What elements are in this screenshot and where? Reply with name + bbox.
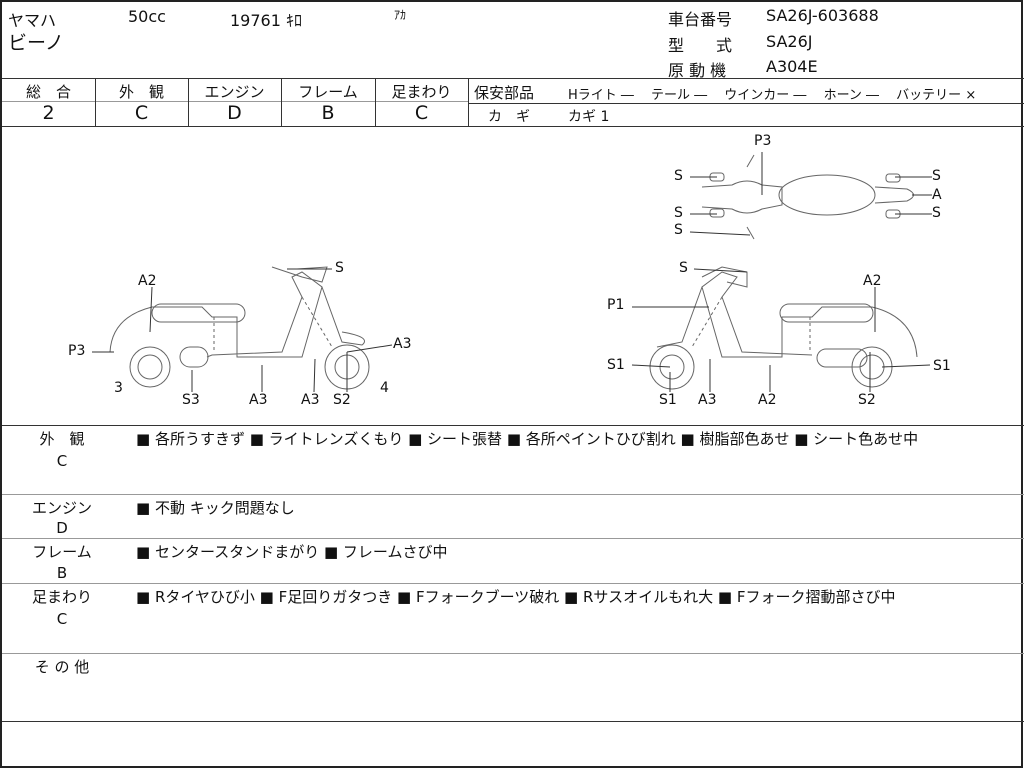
diagram-label: S1: [659, 392, 677, 408]
remark-label: 外 観: [39, 430, 85, 448]
diagram-label: S: [679, 260, 688, 276]
diagram-label: A2: [758, 392, 777, 408]
remark-grade: C: [56, 610, 68, 628]
diagram-label: S: [932, 168, 941, 184]
grade-overall-label: 総 合: [25, 83, 71, 101]
grade-overall: 2: [42, 102, 55, 124]
remark-label: 足まわり: [31, 588, 92, 606]
remark-label: エンジン: [31, 499, 92, 517]
diagram-label: S: [674, 168, 683, 184]
engine-value: A304E: [766, 57, 818, 76]
diagram-label: A2: [863, 273, 882, 289]
diagram-label: S2: [333, 392, 351, 408]
color: ｱｶ: [394, 8, 407, 22]
maker: ヤマハ: [8, 11, 57, 30]
diagram-label: A3: [393, 336, 412, 352]
mileage: 19761 ｷﾛ: [230, 11, 302, 30]
diagram-label: P3: [68, 343, 86, 359]
type-label: 型 式: [668, 36, 733, 55]
diagram-label: A3: [698, 392, 717, 408]
diagram-label: P1: [607, 297, 625, 313]
diagram-label: S: [335, 260, 344, 276]
diagram-label: 3: [114, 380, 123, 396]
grade-frame-label: フレーム: [298, 83, 358, 101]
grade-suspension: C: [414, 102, 429, 124]
frame-no-label: 車台番号: [668, 10, 733, 29]
diagram-label: A3: [249, 392, 268, 408]
displacement: 50cc: [128, 7, 166, 26]
diagram-label: P3: [754, 133, 772, 149]
grade-engine-label: エンジン: [204, 83, 265, 101]
diagram-label: S: [932, 205, 941, 221]
diagram-label: A3: [301, 392, 320, 408]
diagram-label: 4: [380, 380, 389, 396]
safety-parts-items: Hライト ― テール ― ウインカー ― ホーン ― バッテリー ×: [568, 88, 977, 103]
frame-no: SA26J-603688: [766, 6, 879, 25]
diagram-label: S: [674, 222, 683, 238]
remark-label: そ の 他: [34, 658, 90, 676]
grade-engine: D: [227, 102, 242, 124]
remark-grade: B: [56, 564, 68, 582]
grade-frame: B: [321, 102, 335, 124]
safety-parts-label: 保安部品: [474, 84, 535, 102]
diagram-label: A2: [138, 273, 157, 289]
remark-text: ■ 不動 キック問題なし: [136, 499, 295, 517]
remark-label: フレーム: [32, 543, 92, 561]
scooter-top-view: [701, 154, 914, 240]
remark-text: ■ Rタイヤひび小 ■ F足回りガタつき ■ Fフォークブーツ破れ ■ Rサスオ…: [136, 588, 896, 606]
type-value: SA26J: [766, 32, 813, 51]
remark-grade: D: [56, 519, 68, 537]
leader-lines: [92, 152, 932, 393]
remark-text: ■ 各所うすきず ■ ライトレンズくもり ■ シート張替 ■ 各所ペイントひび割…: [136, 430, 919, 448]
grade-suspension-label: 足まわり: [391, 83, 452, 101]
key-value: カギ 1: [568, 109, 610, 125]
remark-grade: C: [56, 452, 68, 470]
grade-exterior-label: 外 観: [118, 83, 164, 101]
diagram-label: S3: [182, 392, 200, 408]
engine-label: 原 動 機: [668, 61, 727, 80]
scooter-left-view: [109, 266, 370, 390]
diagram-label: S2: [858, 392, 876, 408]
damage-diagram: [92, 152, 932, 393]
diagram-label: S1: [607, 357, 625, 373]
model-name: ビーノ: [8, 32, 64, 54]
diagram-label: S: [674, 205, 683, 221]
diagram-label: S1: [933, 358, 951, 374]
key-label: カ ギ: [488, 109, 530, 125]
remark-text: ■ センタースタンドまがり ■ フレームさび中: [136, 543, 448, 561]
diagram-label: A: [932, 187, 942, 203]
grade-exterior: C: [134, 102, 149, 124]
